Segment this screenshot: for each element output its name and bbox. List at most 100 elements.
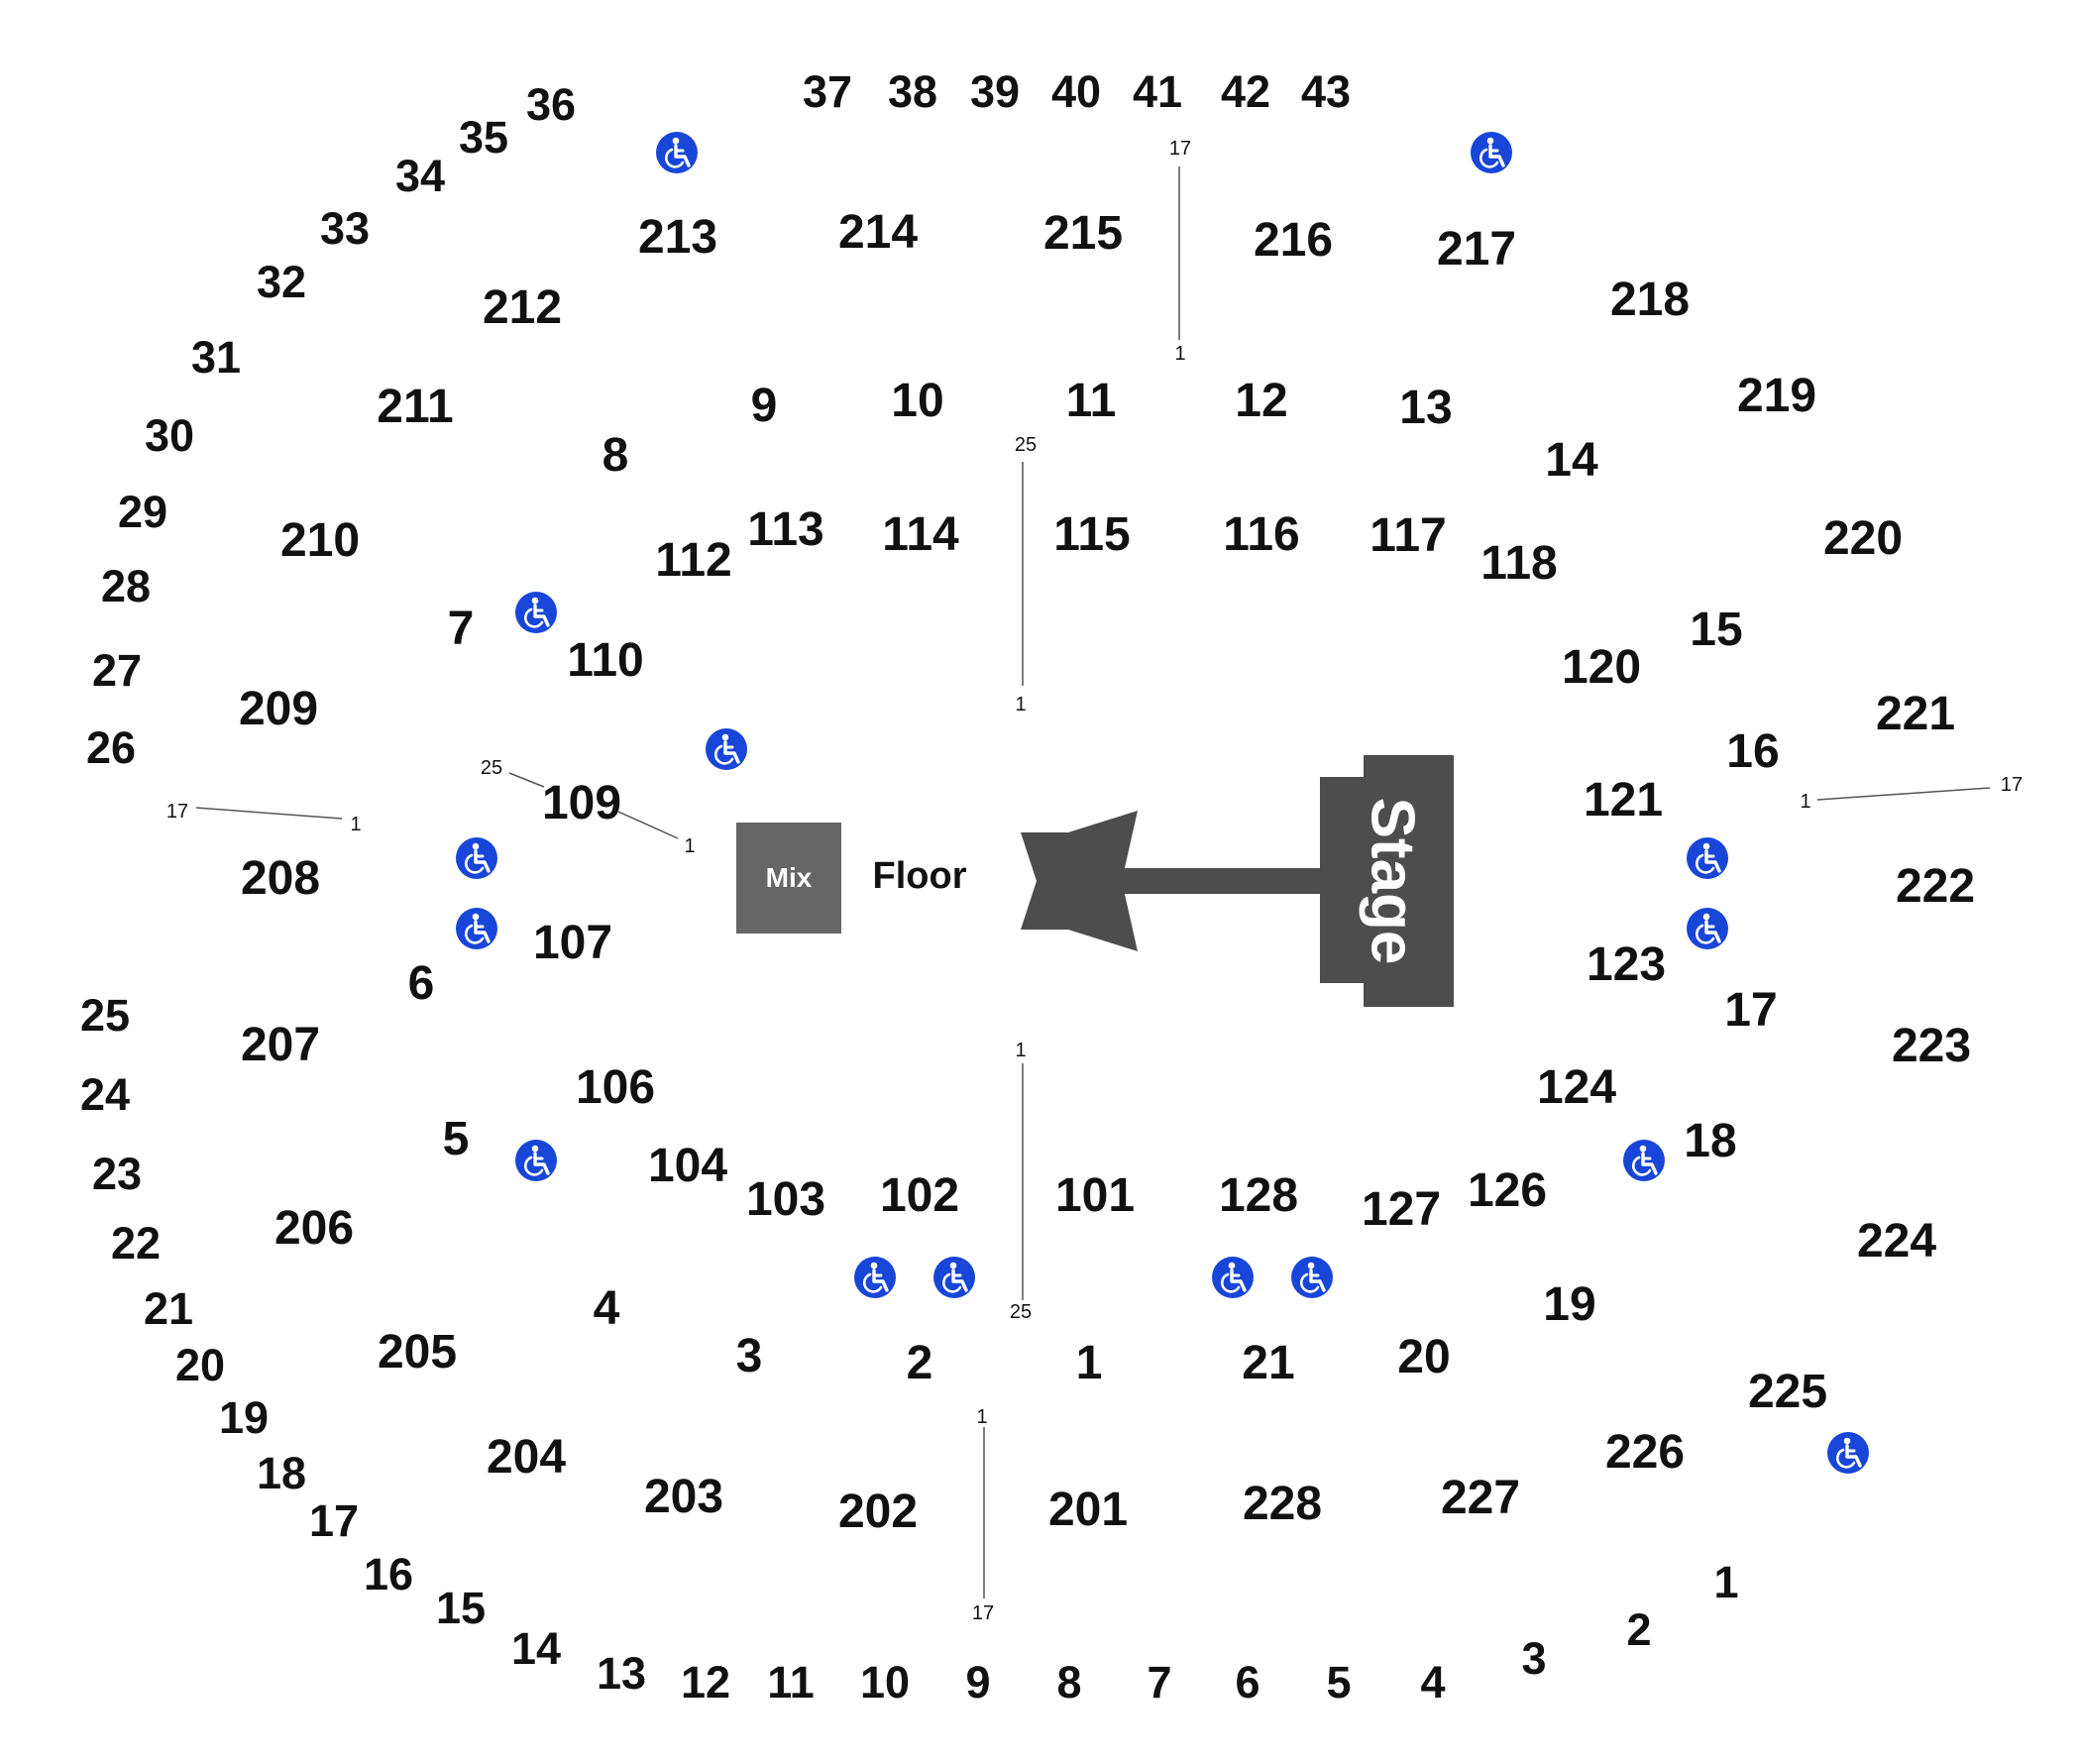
section-227[interactable]: 227 (1441, 1472, 1520, 1524)
outer-row-41[interactable]: 41 (1133, 66, 1182, 117)
wheelchair-icon[interactable] (931, 1255, 977, 1300)
wheelchair-icon[interactable] (454, 835, 499, 881)
section-118[interactable]: 118 (1480, 537, 1557, 590)
section-116[interactable]: 116 (1223, 508, 1299, 561)
section-121[interactable]: 121 (1584, 774, 1663, 827)
outer-row-4[interactable]: 4 (1420, 1657, 1445, 1708)
outer-row-43[interactable]: 43 (1301, 66, 1351, 117)
wheelchair-icon[interactable] (1685, 835, 1730, 881)
section-208[interactable]: 208 (241, 852, 320, 905)
outer-row-25[interactable]: 25 (80, 990, 130, 1041)
section-107[interactable]: 107 (533, 917, 612, 969)
section-104[interactable]: 104 (648, 1140, 727, 1192)
section-126[interactable]: 126 (1468, 1164, 1547, 1217)
section-226[interactable]: 226 (1605, 1426, 1685, 1479)
section-120[interactable]: 120 (1562, 641, 1641, 694)
section-212[interactable]: 212 (483, 281, 562, 334)
section-113[interactable]: 113 (747, 503, 823, 556)
section-123[interactable]: 123 (1587, 938, 1666, 991)
wheelchair-icon[interactable] (1289, 1255, 1335, 1300)
section-102[interactable]: 102 (880, 1169, 959, 1222)
section-224[interactable]: 224 (1857, 1215, 1936, 1268)
outer-row-35[interactable]: 35 (459, 112, 508, 163)
wheelchair-icon[interactable] (513, 590, 559, 635)
outer-row-16[interactable]: 16 (364, 1549, 413, 1599)
outer-row-39[interactable]: 39 (970, 66, 1020, 117)
outer-row-10[interactable]: 10 (860, 1657, 910, 1708)
section-109[interactable]: 109 (542, 777, 621, 829)
outer-row-36[interactable]: 36 (526, 79, 576, 130)
wheelchair-icon[interactable] (704, 726, 749, 772)
section-205[interactable]: 205 (378, 1326, 457, 1378)
section-203[interactable]: 203 (644, 1471, 723, 1523)
outer-row-23[interactable]: 23 (92, 1149, 142, 1199)
outer-row-34[interactable]: 34 (395, 151, 445, 201)
outer-row-15[interactable]: 15 (436, 1583, 486, 1633)
outer-row-7[interactable]: 7 (1147, 1657, 1171, 1708)
outer-row-1[interactable]: 1 (1713, 1557, 1738, 1607)
section-216[interactable]: 216 (1254, 214, 1333, 267)
wheelchair-icon[interactable] (454, 906, 499, 951)
outer-row-17[interactable]: 17 (309, 1495, 359, 1546)
outer-row-20[interactable]: 20 (175, 1340, 225, 1390)
outer-row-3[interactable]: 3 (1521, 1633, 1546, 1684)
section-127[interactable]: 127 (1362, 1183, 1441, 1236)
outer-row-40[interactable]: 40 (1051, 66, 1101, 117)
wheelchair-icon[interactable] (1825, 1430, 1871, 1476)
outer-row-19[interactable]: 19 (219, 1392, 269, 1443)
section-213[interactable]: 213 (638, 211, 717, 264)
section-210[interactable]: 210 (280, 514, 360, 567)
section-128[interactable]: 128 (1219, 1169, 1298, 1222)
outer-row-24[interactable]: 24 (80, 1069, 130, 1120)
outer-row-31[interactable]: 31 (191, 332, 241, 383)
thrust-stage[interactable] (1021, 811, 1138, 951)
outer-row-14[interactable]: 14 (511, 1623, 561, 1674)
section-211[interactable]: 211 (377, 381, 453, 433)
section-103[interactable]: 103 (746, 1173, 825, 1226)
outer-row-2[interactable]: 2 (1626, 1604, 1651, 1655)
section-221[interactable]: 221 (1876, 688, 1955, 740)
section-117[interactable]: 117 (1369, 509, 1446, 562)
wheelchair-icon[interactable] (1621, 1138, 1667, 1183)
section-219[interactable]: 219 (1737, 370, 1816, 422)
section-209[interactable]: 209 (239, 683, 318, 735)
outer-row-33[interactable]: 33 (320, 203, 370, 254)
wheelchair-icon[interactable] (513, 1138, 559, 1183)
mix-position[interactable]: Mix (736, 823, 841, 934)
mix-box[interactable] (736, 823, 841, 934)
wheelchair-icon[interactable] (1210, 1255, 1256, 1300)
outer-row-8[interactable]: 8 (1056, 1657, 1081, 1708)
outer-row-18[interactable]: 18 (257, 1448, 306, 1498)
section-114[interactable]: 114 (882, 508, 959, 561)
outer-row-22[interactable]: 22 (111, 1218, 161, 1268)
outer-row-12[interactable]: 12 (681, 1657, 730, 1708)
section-206[interactable]: 206 (274, 1202, 354, 1255)
section-215[interactable]: 215 (1043, 207, 1123, 260)
section-112[interactable]: 112 (655, 534, 731, 587)
outer-row-9[interactable]: 9 (965, 1657, 990, 1708)
section-115[interactable]: 115 (1053, 508, 1130, 561)
outer-row-13[interactable]: 13 (597, 1648, 646, 1699)
outer-row-27[interactable]: 27 (92, 645, 142, 696)
section-217[interactable]: 217 (1437, 223, 1516, 276)
section-201[interactable]: 201 (1048, 1484, 1128, 1536)
section-225[interactable]: 225 (1748, 1366, 1827, 1418)
section-204[interactable]: 204 (487, 1431, 566, 1484)
runway[interactable] (1120, 868, 1322, 894)
section-207[interactable]: 207 (241, 1019, 320, 1071)
outer-row-11[interactable]: 11 (767, 1657, 815, 1708)
stage-shape[interactable] (1320, 755, 1454, 1007)
wheelchair-icon[interactable] (852, 1255, 898, 1300)
outer-row-30[interactable]: 30 (145, 410, 194, 461)
outer-row-21[interactable]: 21 (144, 1283, 193, 1334)
section-222[interactable]: 222 (1896, 860, 1975, 913)
section-220[interactable]: 220 (1823, 512, 1903, 565)
outer-row-29[interactable]: 29 (118, 487, 167, 537)
outer-row-5[interactable]: 5 (1326, 1657, 1351, 1708)
outer-row-32[interactable]: 32 (257, 257, 306, 307)
section-106[interactable]: 106 (576, 1061, 655, 1114)
section-124[interactable]: 124 (1537, 1061, 1616, 1114)
wheelchair-icon[interactable] (654, 130, 700, 175)
outer-row-26[interactable]: 26 (86, 722, 136, 773)
outer-row-28[interactable]: 28 (101, 561, 151, 611)
